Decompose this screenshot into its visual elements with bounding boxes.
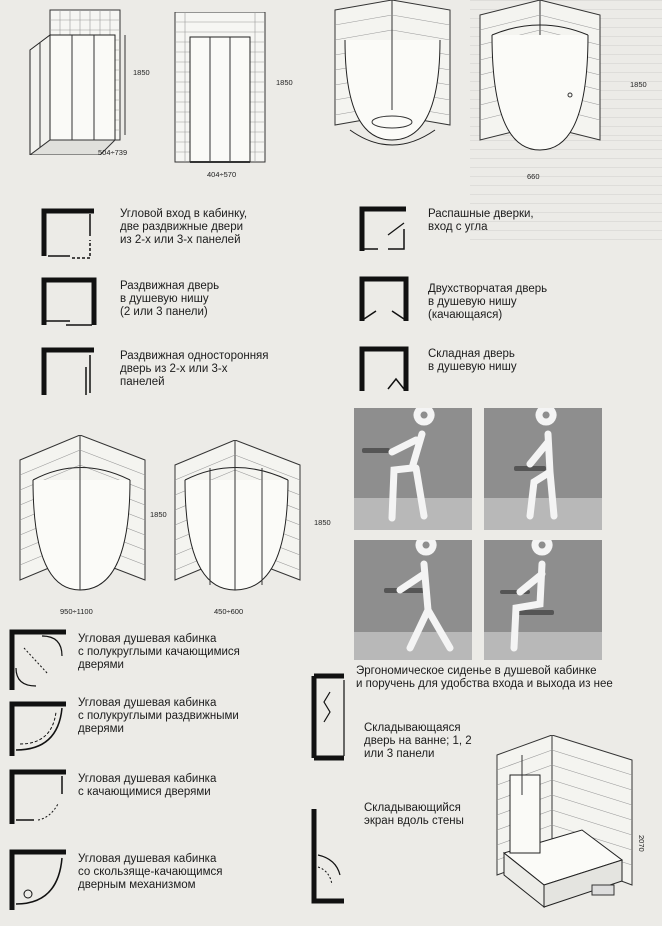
bath-screen-label: Складывающийся экран вдоль стены <box>364 802 464 827</box>
hinged-corner-door-plan-icon <box>359 206 406 251</box>
door-type-label: Распашные дверки, вход с угла <box>428 208 534 233</box>
height-dimension: 2070 <box>637 835 646 852</box>
corner-sliding-door-plan-icon <box>41 208 94 259</box>
ergonomic-photo-grab-bar <box>354 540 472 660</box>
door-type-label: Складная дверь в душевую нишу <box>428 348 517 373</box>
corner-cabin-round-swing-plan-icon <box>9 629 66 690</box>
cabin-type-label: Угловая душевая кабинка со скользяще-кач… <box>78 853 223 891</box>
ergonomic-photo-stepping-in <box>354 408 472 530</box>
width-dimension: 404÷570 <box>207 170 237 179</box>
folding-door-plan-icon <box>359 346 409 391</box>
height-dimension: 1850 <box>314 518 331 527</box>
corner-cabin-swing-plan-icon <box>9 769 66 824</box>
width-dimension: 660 <box>527 172 540 181</box>
bath-folding-screen-plan-icon <box>311 809 344 904</box>
cabin-type-label: Угловая душевая кабинка с качающимися дв… <box>78 773 217 798</box>
bath-folding-door-plan-icon <box>311 673 345 761</box>
bath-screen-label: Складывающаяся дверь на ванне; 1, 2 или … <box>364 722 472 760</box>
width-dimension: 950÷1100 <box>60 607 93 616</box>
door-type-label: Раздвижная односторонняя дверь из 2-х ил… <box>120 350 269 388</box>
width-dimension: 450÷600 <box>214 607 244 616</box>
door-type-label: Угловой вход в кабинку, две раздвижные д… <box>120 208 248 246</box>
height-dimension: 1850 <box>630 80 647 89</box>
niche-sliding-door-plan-icon <box>41 277 97 326</box>
width-dimension: 504÷739 <box>98 148 128 157</box>
cabin-illustration-quarter-round-sliding <box>174 440 301 591</box>
corner-cabin-round-sliding-plan-icon <box>9 701 66 756</box>
height-dimension: 1850 <box>150 510 167 519</box>
cabin-illustration-quarter-round-swing <box>19 435 146 591</box>
double-swing-door-plan-icon <box>359 276 409 321</box>
ergonomic-photo-seated <box>484 540 602 660</box>
niche-illustration-sliding <box>174 12 266 163</box>
corner-cabin-slide-swing-plan-icon <box>9 849 66 910</box>
ergonomic-photo-seat-raised <box>484 408 602 530</box>
height-dimension: 1850 <box>276 78 293 87</box>
door-type-label: Двухстворчатая дверь в душевую нишу (кач… <box>428 283 548 321</box>
cabin-illustration-square-sliding <box>29 9 126 155</box>
door-type-label: Раздвижная дверь в душевую нишу (2 или 3… <box>120 280 220 318</box>
one-side-sliding-door-plan-icon <box>41 347 94 395</box>
cabin-type-label: Угловая душевая кабинка с полукруглыми р… <box>78 697 239 735</box>
bathtub-screen-illustration <box>496 735 633 909</box>
height-dimension: 1850 <box>133 68 150 77</box>
cabin-type-label: Угловая душевая кабинка с полукруглыми к… <box>78 633 240 671</box>
cabin-illustration-round-hinged <box>479 0 601 151</box>
bleed-texture <box>470 140 662 240</box>
cabin-illustration-quarter-round <box>334 0 451 146</box>
ergonomic-caption: Эргономическое сиденье в душевой кабинке… <box>356 665 613 690</box>
